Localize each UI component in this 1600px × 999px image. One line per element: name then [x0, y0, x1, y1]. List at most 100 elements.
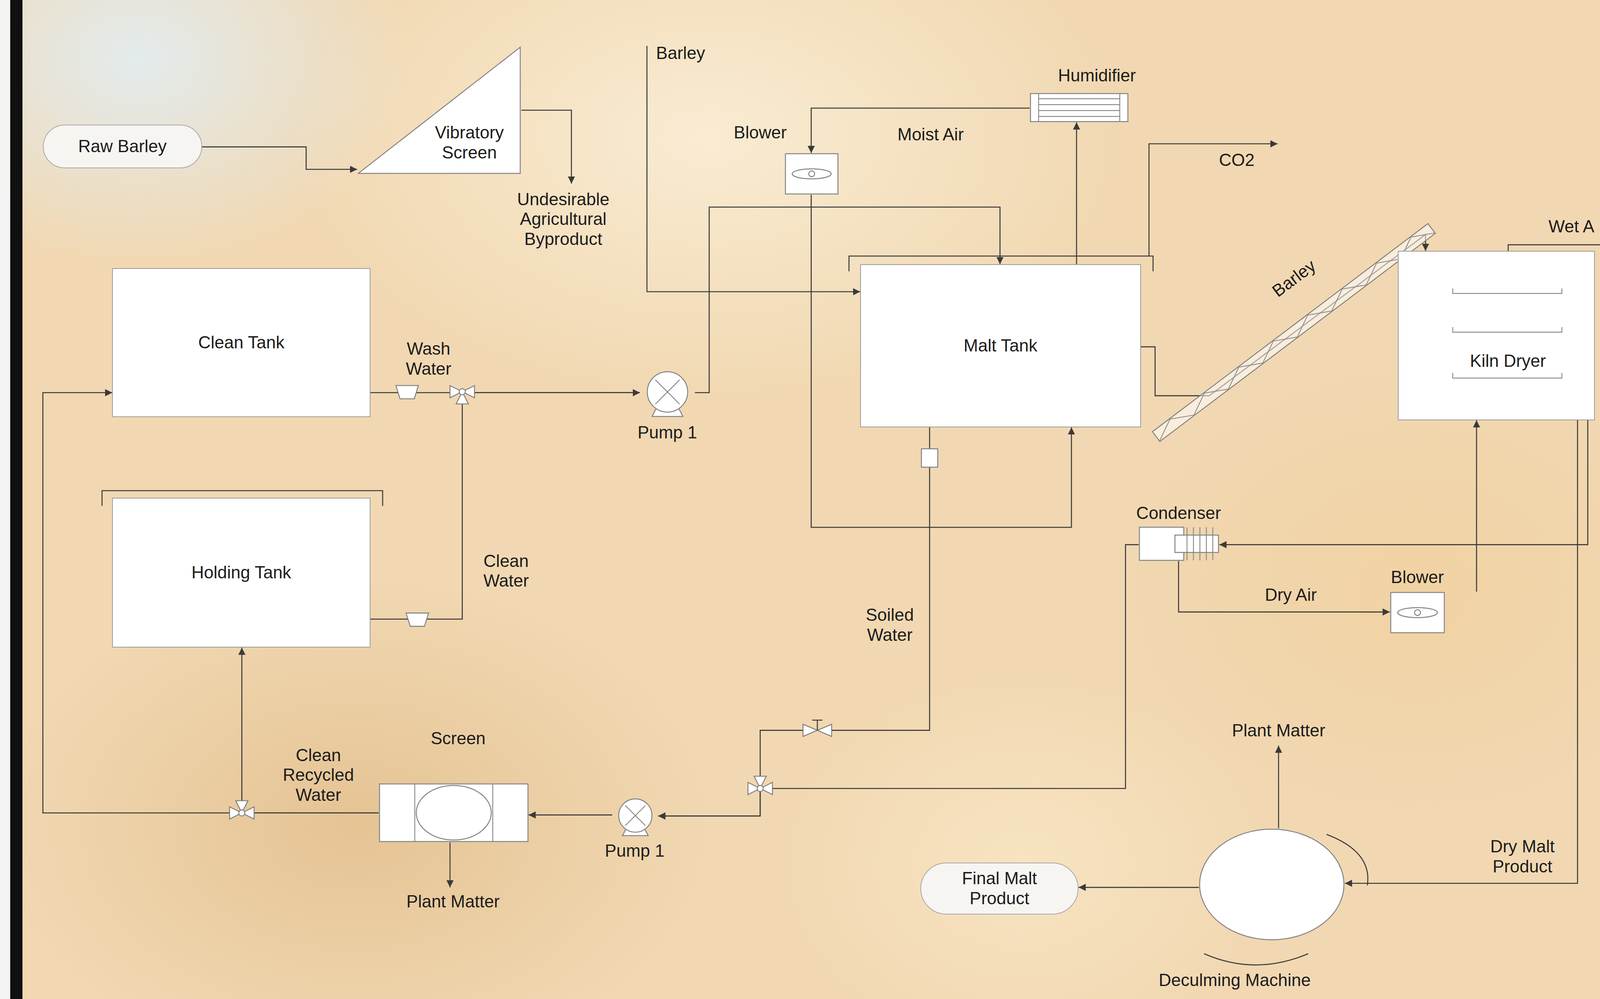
screen-filter-shape	[378, 783, 529, 843]
blower-outline	[808, 171, 815, 177]
vent-line	[1148, 143, 1278, 257]
humidifier-symbol: Humidifier	[1029, 92, 1129, 123]
flow-connector	[528, 814, 613, 817]
page-margin	[0, 0, 11, 999]
flow-connector	[1476, 420, 1478, 592]
node-label: Deculming Machine	[1158, 970, 1311, 991]
circle-outline	[1199, 829, 1344, 941]
stream-label: Moist Air	[897, 124, 965, 145]
flow-connector	[1219, 420, 1588, 546]
stream-label: Dry Air	[1264, 584, 1317, 605]
flow-label: Undesirable Agricultural Byproduct	[512, 189, 614, 250]
flow-connector	[202, 147, 358, 170]
rotation-arc	[1203, 954, 1309, 966]
cond-outline	[1199, 527, 1201, 561]
tank-box: Malt Tank	[860, 264, 1141, 428]
waste-line	[1277, 746, 1280, 829]
terminal-pill: Raw Barley	[42, 124, 203, 169]
node-label: Raw Barley	[78, 136, 167, 157]
pump-outline	[618, 799, 653, 833]
wet-air-line	[1508, 245, 1600, 252]
flow-connector	[1076, 122, 1078, 265]
cond-outline	[1212, 527, 1214, 561]
node-label: Kiln Dryer	[1469, 351, 1546, 372]
tank-box: Holding Tank	[112, 497, 371, 648]
flow-connector	[1344, 420, 1578, 884]
stream-label: Soiled Water	[858, 605, 921, 646]
flow-connector	[42, 392, 379, 814]
flow-label: Plant Matter	[406, 892, 500, 913]
condenser-symbol-shape	[1138, 526, 1220, 562]
valve-symbol	[406, 613, 429, 627]
node-label: Humidifier	[1058, 65, 1136, 86]
node-label: Malt Tank	[963, 335, 1038, 356]
screen-filter: Screen	[378, 783, 529, 843]
valve-symbol	[817, 724, 832, 737]
pump-outline	[647, 371, 688, 413]
node-label: Pump 1	[637, 422, 698, 443]
blower-outline	[792, 169, 832, 180]
stream-label: Clean Recycled Water	[277, 745, 360, 806]
kiln-dryer-shape	[1398, 251, 1594, 420]
vibratory-screen: Vibratory Screen	[357, 46, 522, 175]
kiln-tray	[1452, 327, 1563, 333]
byproduct-line	[521, 110, 572, 184]
node-label: Clean Tank	[198, 332, 285, 353]
deculming-machine: Deculming Machine	[1198, 828, 1345, 941]
blower-symbol-shape	[784, 152, 839, 195]
humid-outline	[1030, 93, 1129, 122]
blower-symbol: Blower	[1389, 591, 1446, 634]
flow-connector	[1078, 887, 1199, 889]
valve-symbol	[757, 785, 764, 793]
conveyor-screw	[1159, 233, 1435, 442]
flow-connector	[658, 544, 1139, 817]
node-label: Blower	[1390, 567, 1444, 588]
flow-connector	[370, 392, 640, 620]
node-label: Final Malt Product	[953, 868, 1046, 909]
pump-symbol-shape	[612, 798, 659, 837]
flow-connector	[658, 427, 930, 817]
kiln-dryer: Kiln Dryer	[1397, 250, 1595, 421]
blower-symbol: Blower	[784, 152, 839, 195]
flow-connector	[811, 108, 1030, 153]
waste-line	[449, 842, 451, 888]
kiln-tray	[1452, 288, 1563, 294]
screen-outline	[492, 784, 493, 842]
node-label: Screen	[430, 728, 486, 749]
node-label: Condenser	[1136, 503, 1221, 524]
pump-outline	[655, 379, 680, 405]
screen-outline	[416, 786, 492, 841]
deculming-machine-shape	[1198, 828, 1345, 941]
stream-label: Dry Malt Product	[1485, 837, 1560, 878]
valve-symbol	[396, 385, 419, 400]
pump-symbol: Pump 1	[612, 798, 659, 837]
tri-outline	[358, 47, 521, 174]
blower-outline	[785, 153, 839, 194]
valve-symbol	[921, 449, 939, 468]
stream-label: Wash Water	[398, 339, 460, 380]
humidifier-symbol-shape	[1029, 92, 1129, 123]
pump-outline	[655, 379, 680, 405]
blower-outline	[1390, 592, 1445, 633]
humid-outline	[1038, 98, 1120, 100]
screen-outline	[379, 784, 528, 842]
valve-stem	[812, 720, 823, 731]
stream-label: Clean Water	[475, 551, 537, 592]
valve-symbol	[803, 724, 818, 737]
humid-outline	[1038, 104, 1120, 106]
humid-outline	[1037, 93, 1039, 122]
cond-outline	[1205, 527, 1207, 561]
stream-label: Barley	[1268, 256, 1320, 302]
blower-symbol-shape	[1389, 591, 1446, 634]
pump-symbol: Pump 1	[639, 370, 695, 418]
humid-outline	[1038, 116, 1120, 117]
node-label: Vibratory Screen	[428, 123, 511, 163]
flow-connector	[1178, 561, 1390, 613]
pump-outline	[625, 805, 646, 826]
humid-outline	[1038, 110, 1120, 111]
humid-outline	[1119, 93, 1121, 122]
valve-symbol	[238, 810, 246, 817]
conveyor-body	[1152, 223, 1436, 442]
cond-outline	[1193, 527, 1195, 561]
